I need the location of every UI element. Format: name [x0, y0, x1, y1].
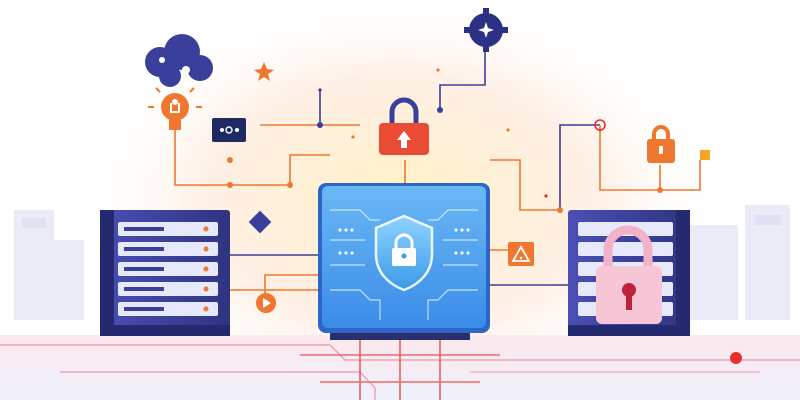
monitor-icon [212, 118, 246, 142]
server-rack-left [100, 210, 230, 336]
play-icon [256, 293, 276, 313]
sparkles [254, 62, 742, 364]
warning-icon [508, 242, 534, 266]
core-base [330, 330, 470, 340]
floor-circuit [0, 340, 800, 400]
wire-nodes [227, 107, 663, 213]
padlock-icon [647, 125, 675, 163]
padlock-icon [379, 97, 429, 155]
lightbulb-icon [148, 87, 202, 130]
shield-lock-icon [374, 214, 434, 292]
cloud-icon [145, 34, 213, 87]
key-icon [700, 150, 710, 160]
gear-icon [464, 8, 508, 52]
background-buildings [14, 205, 790, 320]
server-padlock-icon [596, 225, 662, 324]
